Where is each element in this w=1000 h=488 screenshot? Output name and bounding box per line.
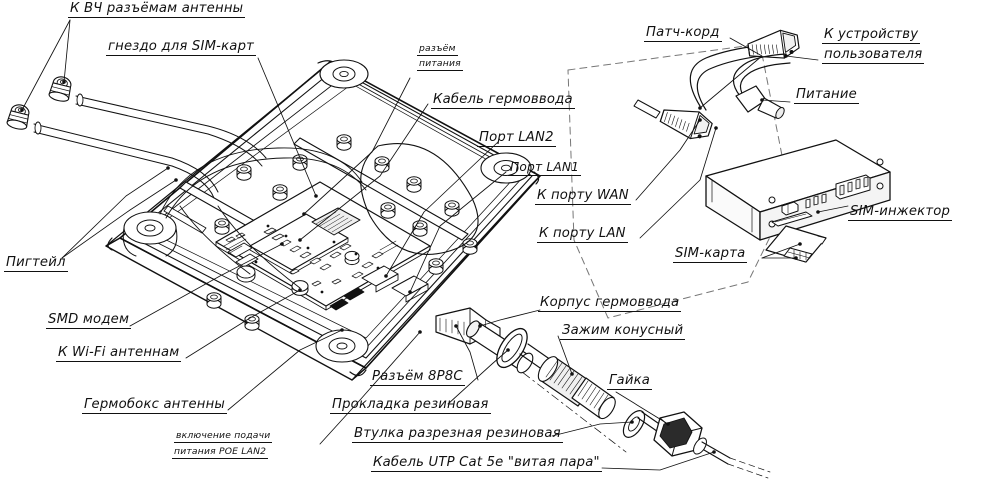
callout-power: Питание: [794, 87, 859, 104]
callout-to-user-device-line1: К устройству: [822, 27, 921, 44]
callout-to-wan-port: К порту WAN: [535, 188, 631, 205]
callout-port-lan1: Порт LAN1: [508, 160, 582, 176]
callout-utp-cable: Кабель UTP Cat 5e "витая пара": [371, 455, 602, 472]
callout-to-wifi-antennas: К Wi-Fi антеннам: [56, 345, 182, 362]
callout-gland-cable: Кабель гермоввода: [431, 92, 575, 109]
callout-sim-card: SIM-карта: [673, 246, 748, 263]
callout-poe-note-line2: питания POE LAN2: [172, 446, 269, 459]
callout-gland-body: Корпус гермоввода: [538, 295, 682, 312]
callout-power-connector-line2: питания: [417, 58, 463, 71]
callout-antenna-box: Гермобокс антенны: [82, 397, 228, 414]
callout-split-rubber-bush: Втулка разрезная резиновая: [352, 426, 563, 443]
callout-pigtail: Пигтейл: [4, 255, 68, 272]
callout-nut: Гайка: [607, 373, 653, 390]
callout-smd-modem: SMD модем: [46, 312, 132, 329]
callout-sim-socket: гнездо для SIM-карт: [106, 39, 257, 56]
callout-to-lan-port: К порту LAN: [537, 226, 628, 243]
callout-rf-connectors: К ВЧ разъёмам антенны: [68, 1, 246, 18]
callout-sim-injector: SIM-инжектор: [848, 204, 953, 221]
callout-to-user-device-line2: пользователя: [822, 47, 925, 64]
callout-patch-cord: Патч-корд: [644, 25, 722, 42]
callout-power-connector-line1: разъём: [417, 43, 458, 56]
callout-cone-clamp: Зажим конусный: [560, 323, 686, 340]
callout-rubber-gasket: Прокладка резиновая: [330, 397, 491, 414]
callout-port-lan2: Порт LAN2: [477, 130, 556, 147]
callout-connector-8p8c: Разъём 8P8C: [370, 369, 465, 386]
callout-poe-note-line1: включение подачи: [174, 430, 273, 443]
